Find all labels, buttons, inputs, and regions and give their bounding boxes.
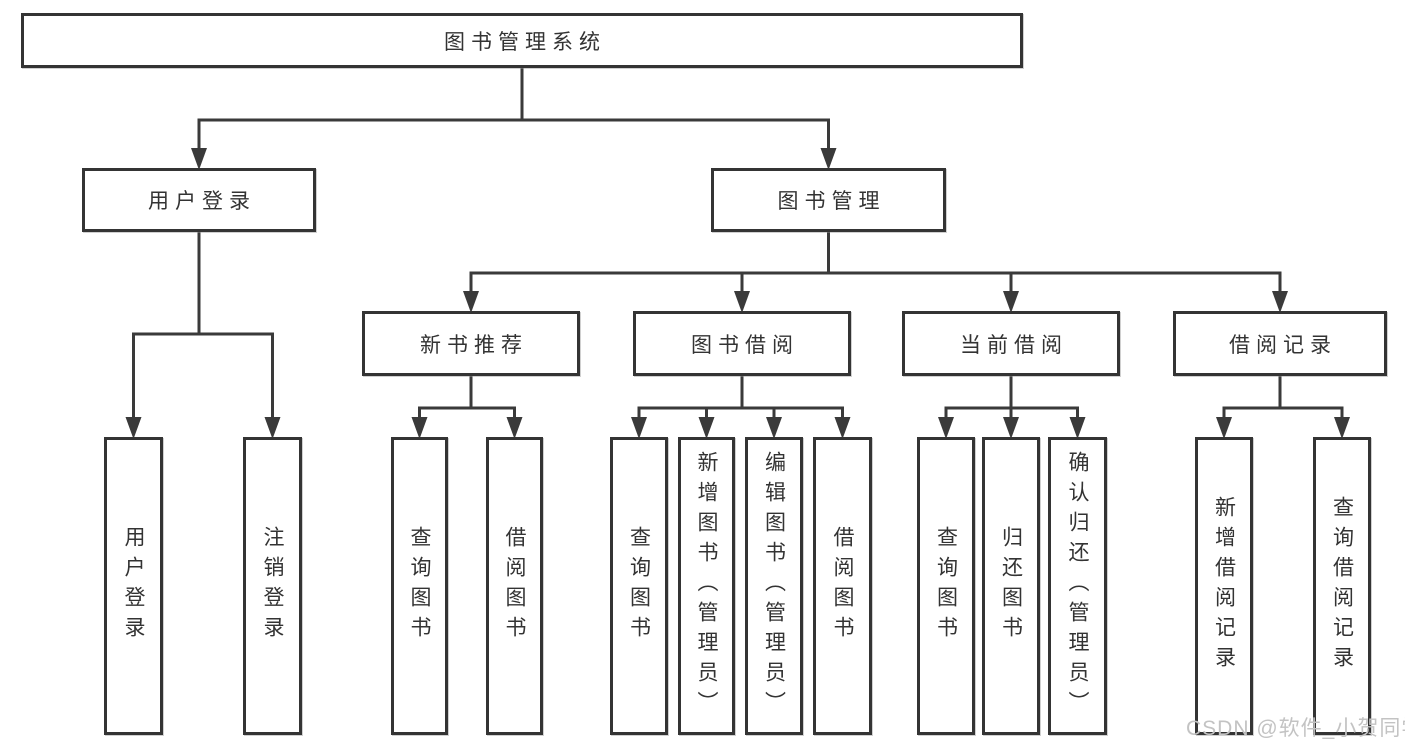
node-borrow-records: 借阅记录	[1173, 311, 1387, 376]
node-leaf-borrow-book-2: 借阅图书	[813, 437, 872, 735]
node-book-borrow: 图书借阅	[633, 311, 851, 376]
node-leaf-add-borrow-record: 新增借阅记录	[1195, 437, 1253, 735]
node-leaf-edit-book: 编辑图书（管理员）	[745, 437, 803, 735]
node-current-borrow: 当前借阅	[902, 311, 1120, 376]
node-leaf-query-book-2: 查询图书	[610, 437, 668, 735]
node-leaf-add-book: 新增图书（管理员）	[678, 437, 735, 735]
watermark: CSDN @软件_小贺同学	[1186, 717, 1405, 740]
node-new-book-recommend: 新书推荐	[362, 311, 580, 376]
node-leaf-query-borrow-record: 查询借阅记录	[1313, 437, 1371, 735]
node-root: 图书管理系统	[21, 13, 1023, 68]
node-leaf-confirm-return: 确认归还（管理员）	[1048, 437, 1107, 735]
node-leaf-user-login: 用户登录	[104, 437, 163, 735]
node-leaf-logout: 注销登录	[243, 437, 302, 735]
node-leaf-borrow-book-1: 借阅图书	[486, 437, 543, 735]
node-user-login: 用户登录	[82, 168, 316, 232]
node-leaf-query-book-1: 查询图书	[391, 437, 448, 735]
node-leaf-return-book: 归还图书	[982, 437, 1040, 735]
node-book-management: 图书管理	[711, 168, 946, 232]
node-leaf-query-book-3: 查询图书	[917, 437, 975, 735]
